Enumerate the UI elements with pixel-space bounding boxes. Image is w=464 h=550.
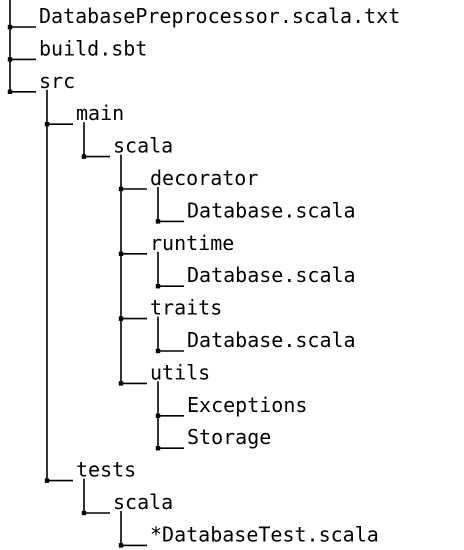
tree-item-traits-database: Database.scala <box>187 328 356 352</box>
tree-junction-dot <box>155 413 161 418</box>
tree-item-main: main <box>76 101 124 125</box>
tree-item-runtime: runtime <box>150 231 234 255</box>
tree-junction-dot <box>44 478 50 483</box>
tree-junction-dot <box>155 348 161 354</box>
tree-junction-dot <box>7 24 13 30</box>
tree-junction-dot <box>118 381 124 386</box>
tree-labels: DatabasePreprocessor.scala.txt build.sbt… <box>39 4 400 546</box>
tree-junction-dot <box>7 89 13 94</box>
tree-junction-dot <box>118 251 124 256</box>
tree-junction-dot <box>81 510 87 516</box>
tree-junction-dot <box>118 186 124 192</box>
tree-junction-dot <box>118 543 124 548</box>
tree-junction-dot <box>44 122 50 127</box>
tree-item-decorator: decorator <box>150 166 258 190</box>
tree-junction-dot <box>7 57 13 62</box>
tree-item-src: src <box>39 69 75 93</box>
tree-item-traits: traits <box>150 296 222 320</box>
tree-junction-dot <box>155 446 161 451</box>
tree-item-build-sbt: build.sbt <box>39 36 147 60</box>
tree-item-database-test: *DatabaseTest.scala <box>150 522 379 546</box>
tree-item-exceptions: Exceptions <box>187 393 307 417</box>
tree-item-storage: Storage <box>187 425 271 449</box>
tree-item-tests-scala: scala <box>113 490 173 514</box>
tree-junction-dot <box>118 316 124 321</box>
tree-item-main-scala: scala <box>113 134 173 158</box>
tree-item-root-file: DatabasePreprocessor.scala.txt <box>39 4 400 28</box>
tree-item-decorator-database: Database.scala <box>187 198 356 222</box>
tree-junction-dot <box>155 219 161 224</box>
tree-junction-dot <box>81 154 87 159</box>
tree-connectors <box>7 0 184 548</box>
tree-item-utils: utils <box>150 360 210 384</box>
tree-junction-dot <box>155 284 161 289</box>
tree-item-tests: tests <box>76 458 136 482</box>
tree-item-runtime-database: Database.scala <box>187 263 356 287</box>
